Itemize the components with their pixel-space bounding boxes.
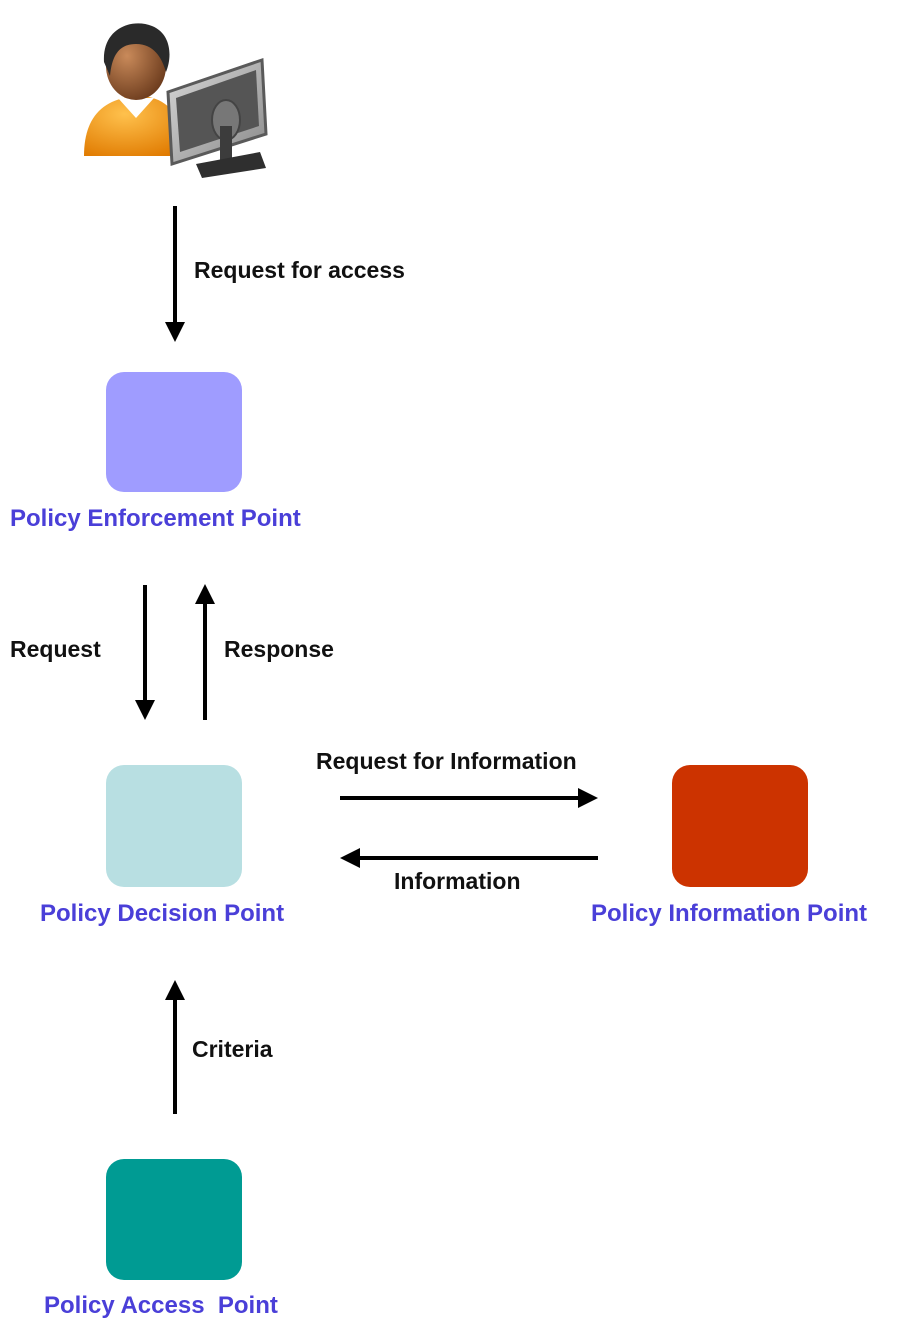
policy-enforcement-point-label: Policy Enforcement Point [10, 505, 301, 532]
label-information: Information [394, 868, 521, 894]
policy-information-point-label: Policy Information Point [591, 900, 868, 927]
policy-information-point-box [672, 765, 808, 887]
policy-decision-point-box [106, 765, 242, 887]
label-response: Response [224, 636, 334, 662]
policy-access-point-box [106, 1159, 242, 1280]
label-request: Request [10, 636, 101, 662]
policy-enforcement-point-box [106, 372, 242, 492]
user-at-computer-icon [76, 14, 272, 179]
policy-access-point-label: Policy Access Point [44, 1292, 278, 1319]
label-request-for-access: Request for access [194, 257, 405, 283]
label-request-for-information: Request for Information [316, 748, 577, 774]
policy-decision-point-label: Policy Decision Point [40, 900, 285, 927]
label-criteria: Criteria [192, 1036, 273, 1062]
